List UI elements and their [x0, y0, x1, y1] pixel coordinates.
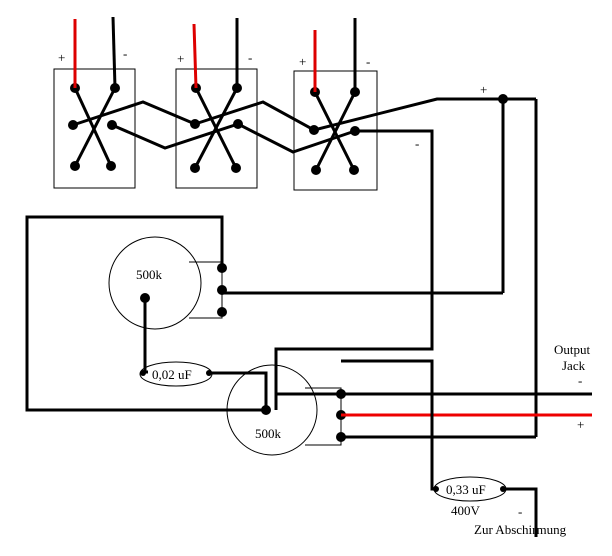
- volume-pot: [108, 236, 227, 330]
- pickup-1-plus-label: +: [58, 50, 65, 65]
- pot-lug: [217, 307, 227, 317]
- ground-cap-value: 0,33 uF: [446, 482, 486, 497]
- shield-note: Zur Abschirmung: [474, 522, 567, 537]
- switch-box-2: [175, 68, 258, 189]
- pickup-1-ground-lead: [111, 16, 117, 89]
- bus-minus-label: -: [415, 136, 419, 151]
- labels: + - + - + - + - 500k 500k 0,02 uF 0,33 u…: [58, 46, 591, 537]
- right-bus: [222, 94, 538, 439]
- switch-box-1: [53, 68, 136, 189]
- output-jack-minus-label: -: [578, 373, 582, 388]
- bus-junction: [498, 94, 508, 104]
- switch-lug: [311, 165, 321, 175]
- pickup-2-minus-label: -: [248, 50, 252, 65]
- pickup-3-plus-label: +: [299, 54, 306, 69]
- pickup-1-minus-label: -: [123, 46, 127, 61]
- ground-cap-minus-label: -: [518, 504, 522, 519]
- pickup-3-minus-label: -: [366, 54, 370, 69]
- volume-pot-value: 500k: [136, 267, 163, 282]
- pot-lug: [336, 432, 346, 442]
- output-jack-title-line1: Output: [554, 342, 591, 357]
- pot-body: [108, 236, 202, 330]
- output-wires: [276, 359, 592, 537]
- pickup-leads: [73, 16, 357, 92]
- output-jack-title-line2: Jack: [562, 358, 586, 373]
- output-jack-plus-label: +: [577, 417, 584, 432]
- pot-lug: [217, 285, 227, 295]
- bus-plus-label: +: [480, 82, 487, 97]
- switch-lug: [70, 161, 80, 171]
- tone-pot-value: 500k: [255, 426, 282, 441]
- switch-lug: [190, 163, 200, 173]
- series-wires: [72, 97, 503, 410]
- tone-cap-value: 0,02 uF: [152, 367, 192, 382]
- switch-lug: [106, 161, 116, 171]
- pickup-2-plus-label: +: [177, 51, 184, 66]
- ground-capacitor: [433, 476, 507, 502]
- ground-cap-voltage: 400V: [451, 503, 481, 518]
- switch-lug: [349, 165, 359, 175]
- switch-lug: [231, 163, 241, 173]
- tone-capacitor: [139, 361, 213, 387]
- pickup-2-hot-lead: [192, 23, 198, 89]
